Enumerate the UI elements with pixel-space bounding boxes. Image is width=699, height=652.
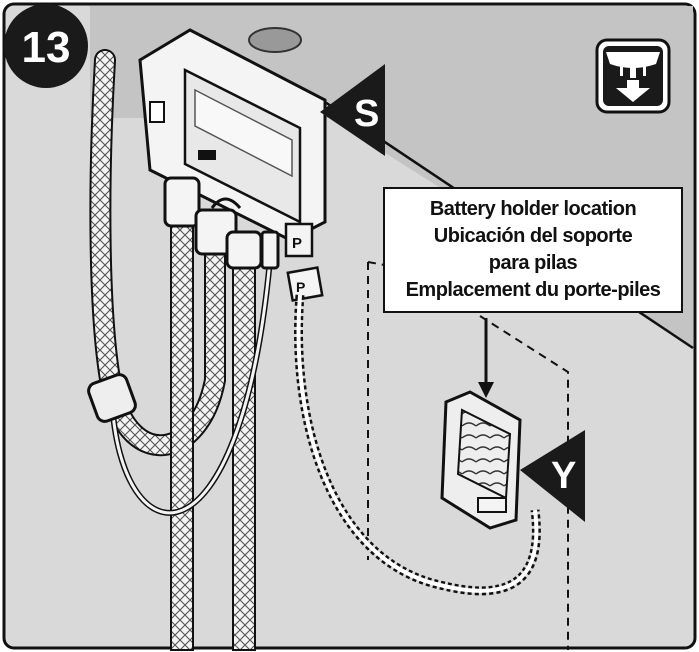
- p-tag-label: P: [296, 279, 305, 295]
- sink-drain: [248, 27, 302, 53]
- marker-y-label: Y: [551, 455, 576, 497]
- step-badge: 13: [4, 4, 88, 88]
- faucet-icon: [620, 66, 646, 78]
- under-sink-icon: [595, 38, 671, 114]
- marker-y: Y: [520, 430, 585, 522]
- callout-line-english: Battery holder location: [429, 198, 637, 220]
- step-number: 13: [22, 23, 71, 72]
- arrow-down-icon: [616, 80, 650, 102]
- battery-cable: [294, 294, 541, 596]
- battery-holder: [440, 390, 522, 530]
- supply-hoses: [87, 49, 273, 651]
- callout-arrow: [478, 318, 494, 398]
- battery-location-callout: Battery holder location Ubicación del so…: [383, 187, 683, 313]
- hose-fittings: [163, 176, 280, 270]
- callout-line-spanish-2: para pilas: [488, 252, 578, 274]
- p-connector-label: P: [292, 235, 302, 252]
- marker-s-label: S: [354, 93, 379, 135]
- callout-line-spanish-1: Ubicación del soporte: [433, 225, 633, 247]
- callout-line-french: Emplacement du porte-piles: [405, 279, 661, 301]
- power-connector: P P: [284, 222, 324, 302]
- marker-s: S: [320, 64, 385, 156]
